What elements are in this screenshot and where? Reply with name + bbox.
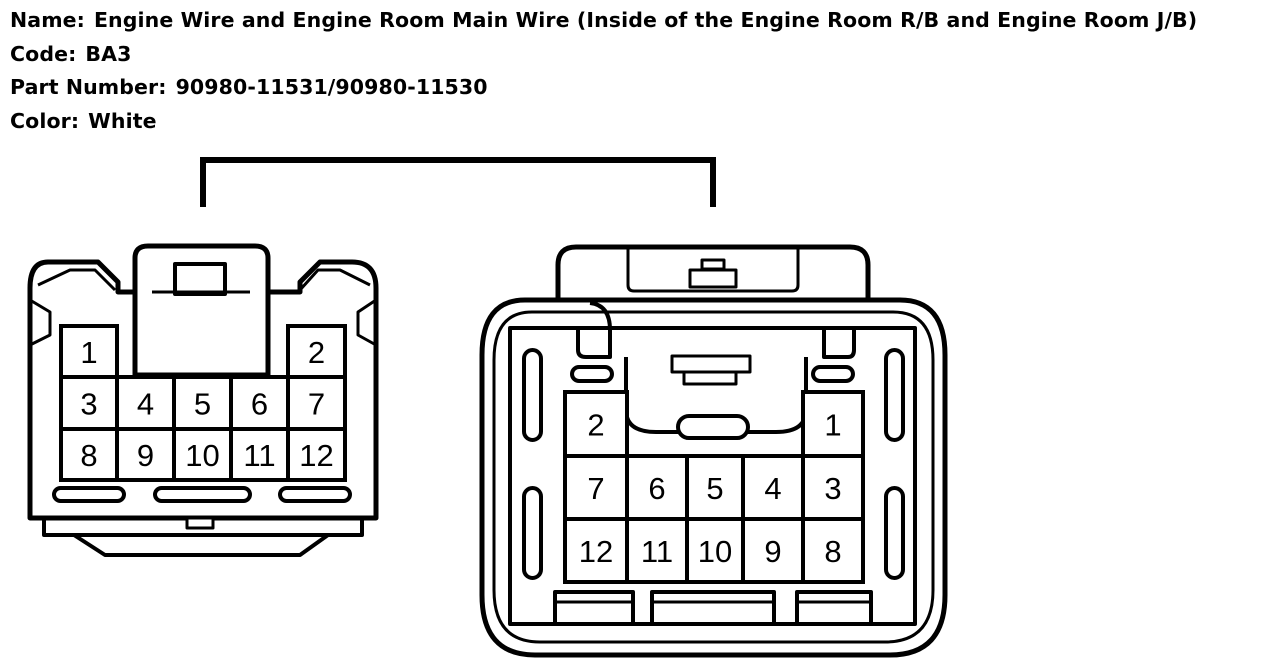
right-pin-3-cavity [801, 454, 865, 521]
left-pin-3-label: 3 [80, 387, 97, 422]
right-connector-body [479, 244, 948, 658]
mating-bracket [200, 157, 716, 207]
left-pin-10-cavity [172, 427, 233, 482]
right-pin-12-label: 12 [579, 534, 613, 569]
part-number-value: 90980-11531/90980-11530 [175, 75, 488, 99]
code-line: Code: BA3 [10, 38, 1197, 72]
right-pin-5-label: 5 [706, 471, 723, 506]
left-pin-1-label: 1 [80, 335, 97, 370]
right-pin-9-label: 9 [764, 534, 781, 569]
right-pin-6-cavity [625, 454, 689, 521]
right-pin-2-label: 2 [587, 408, 604, 443]
right-pin-1-label: 1 [824, 408, 841, 443]
left-pin-10-label: 10 [185, 438, 219, 473]
right-pin-7-label: 7 [587, 471, 604, 506]
left-pin-9-cavity [115, 427, 176, 482]
right-pin-8-label: 8 [824, 534, 841, 569]
connector-info: Name: Engine Wire and Engine Room Main Wi… [10, 4, 1197, 138]
left-pin-7-cavity [286, 375, 347, 431]
left-pin-12-cavity [286, 427, 347, 482]
left-pin-5-label: 5 [194, 387, 211, 422]
right-pin-4-label: 4 [764, 471, 781, 506]
name-line: Name: Engine Wire and Engine Room Main Wi… [10, 4, 1197, 38]
code-label: Code: [10, 41, 77, 66]
right-pin-9-cavity [741, 517, 805, 584]
color-label: Color: [10, 108, 80, 133]
right-pin-2-cavity [563, 390, 629, 458]
part-number-line: Part Number: 90980-11531/90980-11530 [10, 71, 1197, 105]
left-pin-9-label: 9 [137, 438, 154, 473]
left-pin-7-label: 7 [308, 387, 325, 422]
right-pin-4-cavity [741, 454, 805, 521]
part-number-label: Part Number: [10, 75, 167, 99]
left-pin-8-cavity [59, 427, 119, 482]
left-pin-8-label: 8 [80, 438, 97, 473]
left-pin-4-cavity [115, 375, 176, 431]
right-pin-11-cavity [625, 517, 689, 584]
left-pin-2-cavity [286, 324, 347, 379]
right-pin-grid: 2 1 7 12 6 11 5 10 4 9 3 8 [563, 390, 865, 584]
right-pin-3-label: 3 [824, 471, 841, 506]
code-value: BA3 [85, 41, 132, 66]
left-pin-4-label: 4 [137, 387, 154, 422]
left-pin-2-label: 2 [308, 335, 325, 370]
left-pin-12-label: 12 [299, 438, 333, 473]
color-value: White [88, 108, 157, 133]
left-pin-11-label: 11 [243, 438, 275, 473]
name-label: Name: [10, 8, 85, 32]
right-pin-6-label: 6 [648, 471, 665, 506]
left-pin-11-cavity [229, 427, 290, 482]
color-line: Color: White [10, 105, 1197, 139]
left-pin-6-label: 6 [251, 387, 268, 422]
name-value: Engine Wire and Engine Room Main Wire (I… [93, 8, 1198, 32]
right-pin-8-cavity [801, 517, 865, 584]
right-pin-11-label: 11 [641, 534, 673, 569]
right-pin-10-label: 10 [698, 534, 732, 569]
